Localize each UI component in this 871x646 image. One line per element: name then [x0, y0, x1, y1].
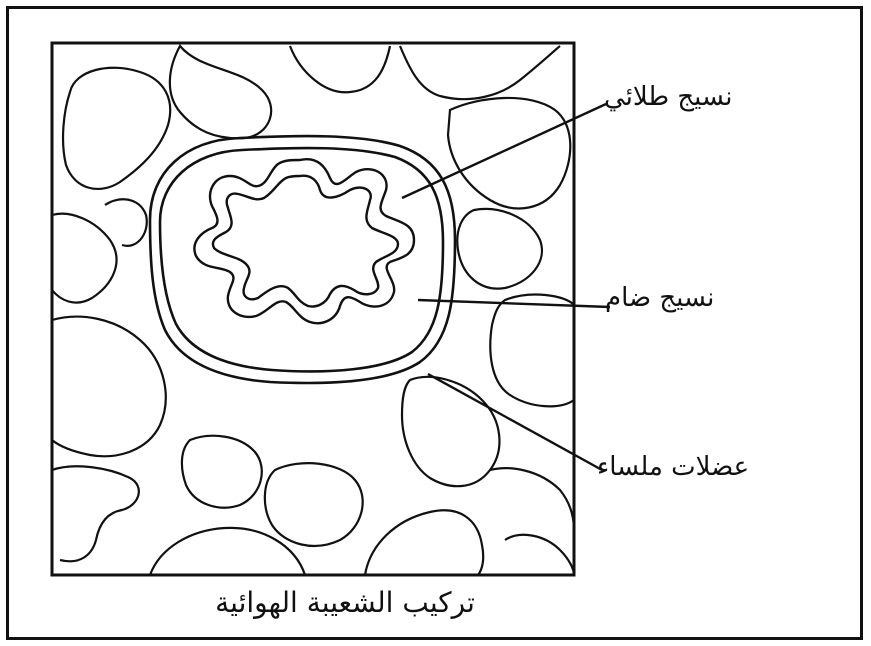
- alveolus: [402, 377, 499, 486]
- alveolus: [457, 209, 542, 289]
- alveolus: [105, 199, 147, 246]
- label-epithelial-tissue: نسيج طلائي: [604, 84, 732, 110]
- alveolus: [182, 436, 262, 508]
- alveolus: [490, 468, 574, 530]
- alveolus: [365, 510, 483, 575]
- alveolus: [448, 98, 570, 208]
- alveolus: [505, 535, 574, 575]
- alveolus: [490, 295, 574, 407]
- leader-line-smooth-muscle: [428, 374, 602, 470]
- specimen-square: [52, 43, 574, 575]
- alveolus: [52, 214, 117, 303]
- alveolus: [52, 466, 139, 561]
- diagram-caption: تركيب الشعيبة الهوائية: [160, 586, 530, 619]
- leader-line-connective: [418, 300, 610, 307]
- epithelial-lining: [194, 159, 414, 323]
- alveolus: [52, 317, 166, 457]
- alveolus: [290, 46, 390, 92]
- smooth-muscle-layer: [150, 136, 455, 383]
- alveolus: [400, 46, 560, 99]
- alveolus: [170, 46, 271, 138]
- label-smooth-muscle: عضلات ملساء: [597, 454, 749, 480]
- label-connective-tissue: نسيج ضام: [605, 285, 714, 311]
- alveoli: [52, 46, 574, 575]
- alveolus: [265, 463, 363, 546]
- alveolus: [63, 68, 170, 189]
